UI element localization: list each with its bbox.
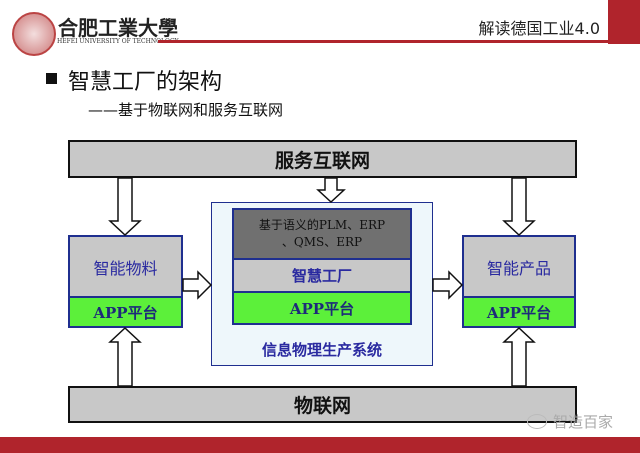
right-app-platform: APP平台 <box>464 296 574 326</box>
center-app-platform: APP平台 <box>234 291 410 323</box>
wechat-icon <box>527 414 547 429</box>
iot-bar: 物联网 <box>68 386 577 423</box>
footer-red-band <box>0 437 640 453</box>
cpps-caption: 信息物理生产系统 <box>261 341 382 359</box>
header-red-block <box>608 0 640 44</box>
arrow-up-left-icon <box>108 326 142 387</box>
arrow-down-left-icon <box>108 177 142 237</box>
arrow-down-center-icon <box>316 177 346 204</box>
bullet-icon <box>46 73 57 84</box>
university-name-cn: 合肥工業大學 <box>58 16 178 40</box>
services-internet-bar: 服务互联网 <box>68 140 577 178</box>
slide-title: 智慧工厂的架构 <box>68 70 223 95</box>
arrow-down-right-icon <box>502 177 536 237</box>
services-internet-label: 服务互联网 <box>274 149 370 172</box>
arrow-right-right-icon <box>432 270 464 300</box>
watermark-text: 智造百家 <box>553 413 614 431</box>
semantic-line-1: 基于语义的PLM、ERP <box>258 218 386 232</box>
university-logo <box>12 12 56 56</box>
iot-label: 物联网 <box>293 395 351 417</box>
smart-product-label: 智能产品 <box>464 237 574 296</box>
course-title: 解读德国工业4.0 <box>478 19 600 38</box>
arrow-up-right-icon <box>502 326 536 387</box>
arrow-right-left-icon <box>182 270 213 300</box>
university-name-en: HEFEI UNIVERSITY OF TECHNOLOGY <box>57 38 179 45</box>
smart-factory-layer: 智慧工厂 <box>234 258 410 291</box>
semantic-line-2: 、QMS、ERP <box>281 235 363 249</box>
cpps-container: 基于语义的PLM、ERP 、QMS、ERP 智慧工厂 APP平台 信息物理生产系… <box>211 202 433 366</box>
cpps-stack: 基于语义的PLM、ERP 、QMS、ERP 智慧工厂 APP平台 <box>232 208 412 325</box>
smart-material-label: 智能物料 <box>70 237 181 296</box>
slide-subtitle: ——基于物联网和服务互联网 <box>88 101 284 119</box>
left-app-platform: APP平台 <box>70 296 181 326</box>
header-rule <box>158 40 608 43</box>
semantic-systems-layer: 基于语义的PLM、ERP 、QMS、ERP <box>234 210 410 258</box>
smart-material-box: 智能物料 APP平台 <box>68 235 183 328</box>
